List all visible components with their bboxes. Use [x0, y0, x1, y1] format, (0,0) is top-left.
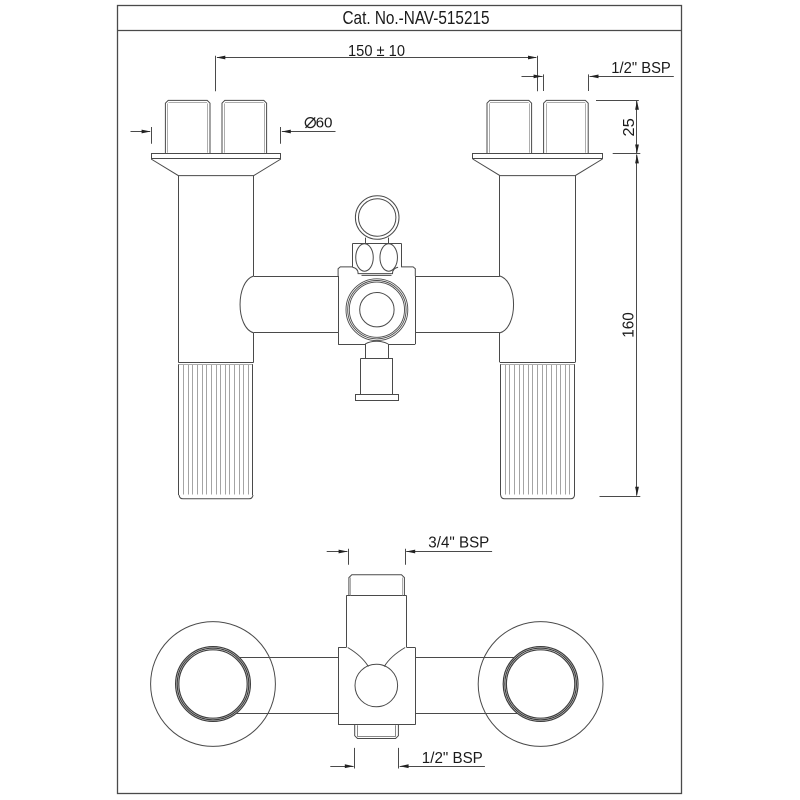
svg-text:150 ± 10: 150 ± 10 — [348, 43, 405, 60]
svg-text:25: 25 — [621, 118, 638, 137]
svg-text:Cat. No.-NAV-515215: Cat. No.-NAV-515215 — [343, 8, 490, 28]
svg-text:1/2" BSP: 1/2" BSP — [611, 60, 671, 77]
svg-text:1/2" BSP: 1/2" BSP — [422, 750, 483, 767]
svg-text:60: 60 — [316, 115, 333, 132]
svg-text:3/4" BSP: 3/4" BSP — [428, 535, 489, 552]
svg-text:160: 160 — [621, 312, 638, 338]
